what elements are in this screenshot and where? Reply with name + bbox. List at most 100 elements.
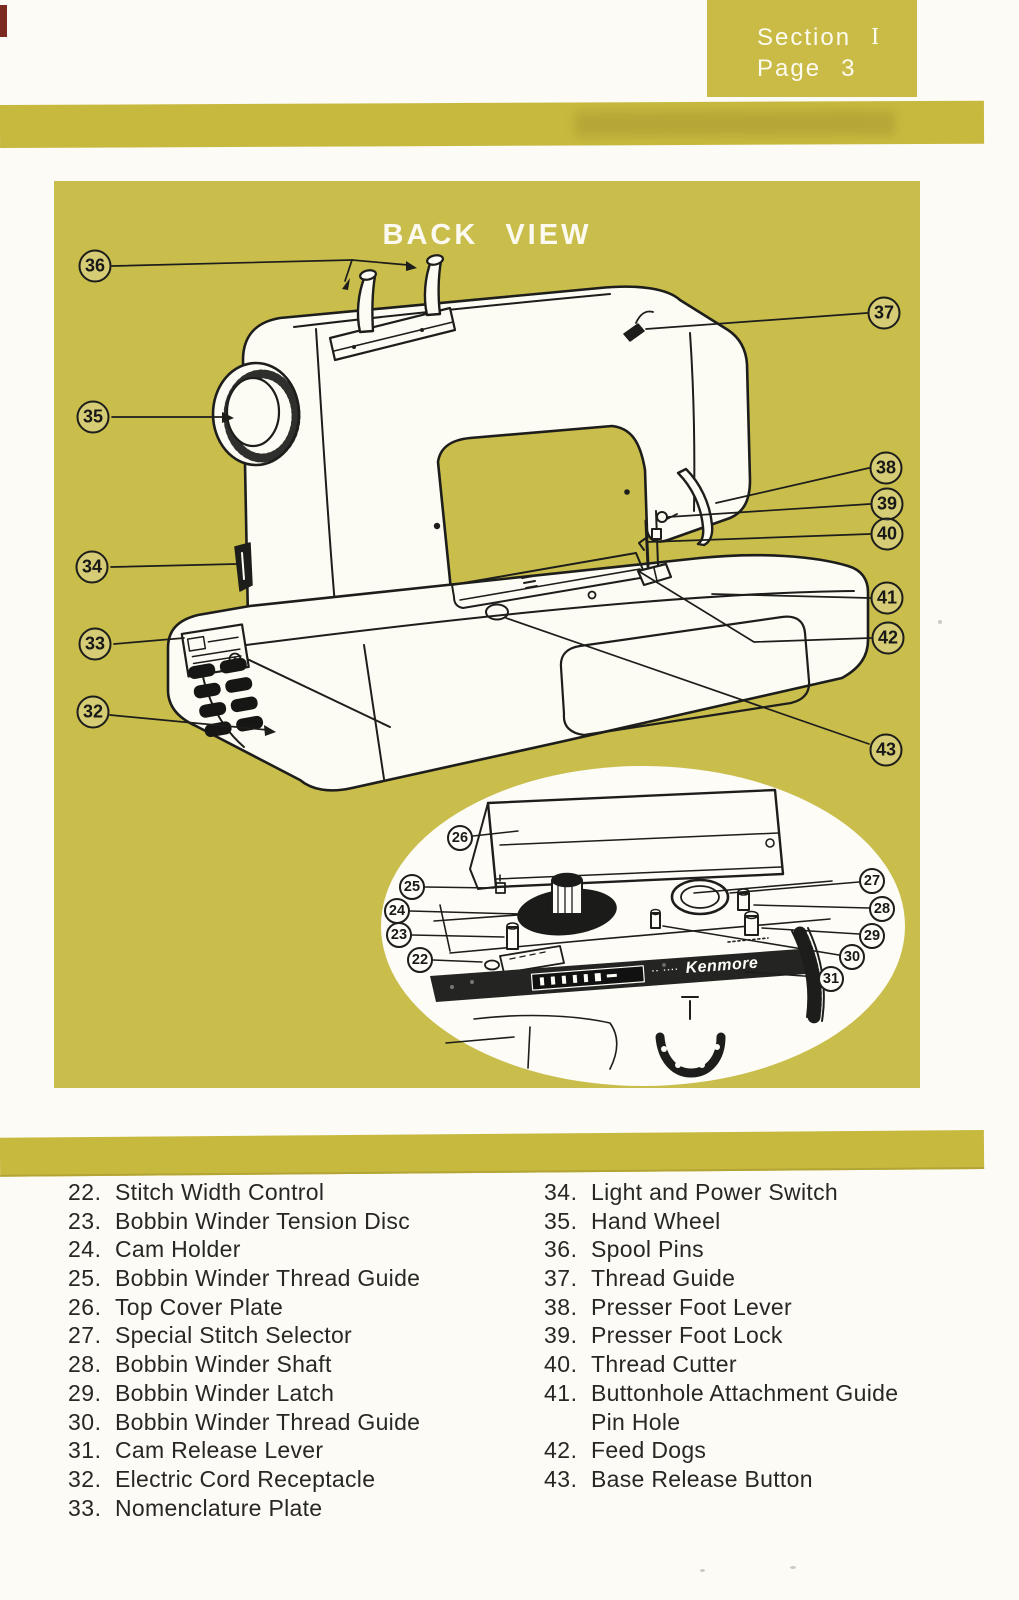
- part-item-41-line2: Pin Hole: [544, 1408, 1014, 1437]
- part-label: Special Stitch Selector: [115, 1322, 353, 1349]
- part-label: Pin Hole: [591, 1408, 681, 1435]
- stitch-width-control: [484, 945, 565, 974]
- kenmore-logo: ·· ····: [651, 964, 679, 976]
- part-number: 25.: [68, 1265, 102, 1292]
- kenmore-logo-text: Kenmore: [685, 955, 759, 977]
- part-item-34: 34. Light and Power Switch: [544, 1178, 1014, 1207]
- part-number: 29.: [68, 1379, 102, 1406]
- part-item-35: 35. Hand Wheel: [544, 1207, 1014, 1236]
- special-stitch-selector: [670, 878, 730, 916]
- diagram-title: BACK VIEW: [382, 219, 592, 251]
- hand-wheel: [211, 361, 301, 467]
- part-number: 43.: [544, 1465, 578, 1492]
- part-label: Bobbin Winder Thread Guide: [115, 1408, 421, 1435]
- part-number: 34.: [544, 1179, 578, 1205]
- machine-base: [166, 542, 870, 792]
- part-label: Spool Pins: [591, 1236, 704, 1263]
- part-label: Thread Cutter: [591, 1351, 737, 1378]
- part-label: Presser Foot Lever: [591, 1293, 792, 1320]
- part-number: 28.: [68, 1351, 102, 1378]
- part-item-39: 39. Presser Foot Lock: [544, 1321, 1014, 1350]
- presser-foot: [636, 562, 673, 587]
- part-label: Light and Power Switch: [591, 1179, 838, 1205]
- part-number: 35.: [544, 1207, 578, 1234]
- part-number: 33.: [68, 1494, 102, 1521]
- section-value: I: [871, 24, 881, 50]
- feed-dogs: [521, 575, 538, 589]
- presser-foot-lever: [676, 467, 714, 547]
- part-item-27: 27. Special Stitch Selector: [68, 1321, 528, 1350]
- part-number: 41.: [544, 1379, 578, 1406]
- part-item-25: 25. Bobbin Winder Thread Guide: [68, 1264, 528, 1293]
- thread-guide-part: [623, 310, 654, 342]
- part-label: Bobbin Winder Thread Guide: [115, 1265, 421, 1292]
- leader-lines: [109, 259, 872, 745]
- part-number: 31.: [68, 1437, 102, 1464]
- scan-speck: [938, 620, 942, 624]
- section-label: Section: [757, 24, 852, 51]
- part-label: Nomenclature Plate: [115, 1494, 323, 1521]
- part-number: 38.: [544, 1293, 578, 1320]
- part-number: 42.: [544, 1437, 578, 1464]
- part-label: Cam Release Lever: [115, 1437, 324, 1464]
- page-row: Page 3: [707, 53, 917, 84]
- part-label: Top Cover Plate: [115, 1293, 284, 1320]
- part-item-22: 22. Stitch Width Control: [68, 1178, 528, 1207]
- spool-pins: [328, 254, 457, 362]
- machine-body: [241, 285, 752, 622]
- part-item-38: 38. Presser Foot Lever: [544, 1293, 1014, 1322]
- top-divider-bar: [0, 100, 985, 148]
- part-number: 32.: [68, 1465, 102, 1492]
- part-label: Cam Holder: [115, 1236, 241, 1263]
- part-item-29: 29. Bobbin Winder Latch: [68, 1379, 528, 1408]
- base-release-button: [485, 603, 509, 621]
- page-value: 3: [841, 55, 856, 82]
- part-label: Presser Foot Lock: [591, 1322, 783, 1349]
- part-item-28: 28.Bobbin Winder Shaft: [68, 1350, 528, 1379]
- part-item-31: 31. Cam Release Lever: [68, 1436, 528, 1465]
- part-item-41: 41. Buttonhole Attachment Guide: [544, 1379, 1014, 1408]
- part-label: Stitch Width Control: [115, 1179, 325, 1205]
- part-item-23: 23.Bobbin Winder Tension Disc: [68, 1207, 528, 1236]
- list-divider-bar: [0, 1130, 985, 1177]
- part-number: 22.: [68, 1179, 102, 1205]
- part-item-37: 37. Thread Guide: [544, 1264, 1014, 1293]
- part-number: 24.: [68, 1236, 102, 1263]
- part-number: 39.: [544, 1322, 578, 1349]
- part-label: Bobbin Winder Latch: [115, 1379, 335, 1406]
- scan-corner-mark: [0, 5, 7, 37]
- part-number: 26.: [68, 1293, 102, 1320]
- section-page-box: Section I Page 3: [707, 0, 917, 97]
- part-number: 30.: [68, 1408, 102, 1435]
- part-number: 37.: [544, 1265, 578, 1292]
- part-item-42: 42. Feed Dogs: [544, 1436, 1014, 1465]
- part-item-33: 33. Nomenclature Plate: [68, 1494, 528, 1523]
- part-label: Buttonhole Attachment Guide: [591, 1379, 899, 1406]
- part-label: Feed Dogs: [591, 1437, 707, 1464]
- part-item-30: 30. Bobbin Winder Thread Guide: [68, 1408, 528, 1437]
- cam-holder: [517, 872, 617, 936]
- page-label: Page: [757, 55, 822, 82]
- thread-cutter: [638, 537, 647, 551]
- ink-bleed-ghost: [574, 110, 896, 137]
- part-item-26: 26. Top Cover Plate: [68, 1293, 528, 1322]
- part-item-40: 40. Thread Cutter: [544, 1350, 1014, 1379]
- diagram-panel: BACK VIEW: [54, 181, 920, 1088]
- part-number: 27.: [68, 1322, 102, 1349]
- scan-speck: [700, 1569, 705, 1572]
- part-label: Hand Wheel: [591, 1207, 721, 1234]
- inset-dial: [655, 996, 726, 1078]
- part-label: Thread Guide: [591, 1265, 736, 1292]
- scan-speck: [790, 1566, 796, 1569]
- front-band: ·· ···· Kenmore: [430, 949, 806, 1002]
- part-number: 40.: [544, 1351, 578, 1378]
- part-item-32: 32.Electric Cord Receptacle: [68, 1465, 528, 1494]
- needle-area: [636, 510, 678, 587]
- part-number: 23.: [68, 1207, 102, 1234]
- presser-foot-lock: [656, 511, 668, 523]
- part-item-43: 43.Base Release Button: [544, 1465, 1014, 1494]
- part-item-36: 36.Spool Pins: [544, 1235, 1014, 1264]
- winder-guides: [495, 874, 661, 950]
